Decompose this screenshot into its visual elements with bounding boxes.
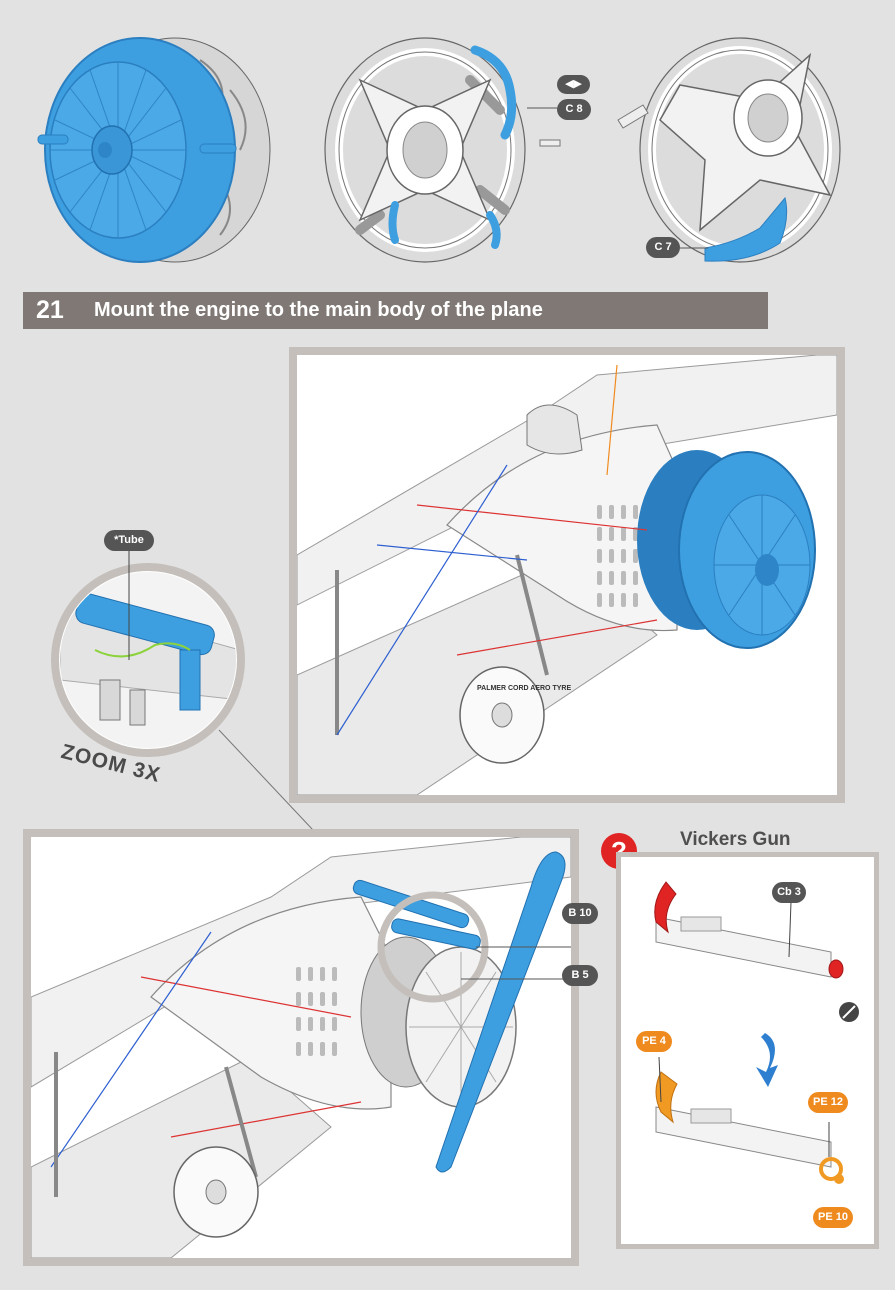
engine-assembly-illustrations xyxy=(37,37,841,263)
vickers-gun-title: Vickers Gun xyxy=(680,829,791,850)
zoom-detail-illustration xyxy=(60,572,236,748)
tyre-text-upper: PALMER CORD AERO TYRE xyxy=(477,685,571,692)
engine-bracket-c7-illustration xyxy=(617,37,841,263)
step-header: 21 Mount the engine to the main body of … xyxy=(23,292,768,329)
part-label-b5: B 5 xyxy=(562,965,598,986)
mirror-arrows-icon: ◀▶ xyxy=(557,75,590,94)
part-label-c8: C 8 xyxy=(557,99,591,120)
engine-mount-frame: PALMER CORD AERO TYRE xyxy=(289,347,845,803)
vickers-gun-illustration xyxy=(621,857,874,1244)
tube-callout: *Tube xyxy=(104,530,154,551)
propeller-mount-frame xyxy=(23,829,579,1266)
vickers-gun-before xyxy=(654,881,859,1022)
engine-mount-illustration: PALMER CORD AERO TYRE xyxy=(297,355,837,795)
zoom-detail-layer xyxy=(51,550,361,881)
step-title: Mount the engine to the main body of the… xyxy=(94,299,543,321)
engine-with-cowling-illustration xyxy=(37,37,271,263)
engine-bracket-c8-illustration xyxy=(324,37,561,263)
step-number: 21 xyxy=(36,296,64,324)
part-label-pe10: PE 10 xyxy=(813,1207,853,1228)
part-label-pe4: PE 4 xyxy=(636,1031,672,1052)
vickers-gun-after xyxy=(655,1071,844,1184)
part-label-cb3: Cb 3 xyxy=(772,882,806,903)
propeller-mount-illustration xyxy=(31,837,571,1258)
part-label-c7: C 7 xyxy=(646,237,680,258)
part-label-pe12: PE 12 xyxy=(808,1092,848,1113)
part-label-b10: B 10 xyxy=(562,903,598,924)
